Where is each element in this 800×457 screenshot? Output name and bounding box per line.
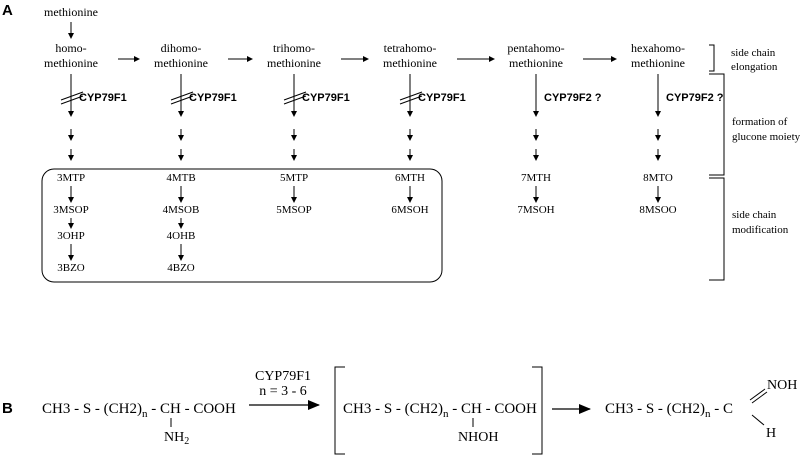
- homolog-name-line2: methionine: [267, 56, 321, 70]
- substrate-group-text: NH: [164, 430, 184, 445]
- substrate-group-sub: 2: [184, 436, 189, 447]
- block-mark-b: [283, 95, 307, 105]
- enzyme-label: CYP79F1: [189, 92, 237, 104]
- substrate-group: NH2: [164, 430, 189, 447]
- glucosinolate-product: 3MTP: [57, 172, 85, 184]
- glucosinolate-product: 3MSOP: [53, 204, 88, 216]
- substrate-tail: - CH - COOH: [148, 401, 236, 417]
- block-mark-a: [170, 91, 194, 101]
- intermediate-subscript: n: [443, 408, 449, 420]
- enzyme-label: CYP79F2 ?: [666, 92, 724, 104]
- glucosinolate-product: 4OHB: [167, 230, 196, 242]
- intermediate-formula: CH3 - S - (CH2)n - CH - COOH NHOH: [343, 401, 537, 445]
- glucone-label-1: formation of: [732, 116, 788, 128]
- methionine-label: methionine: [44, 5, 98, 19]
- product-subscript: n: [705, 408, 711, 420]
- glucosinolate-product: 8MTO: [643, 172, 673, 184]
- homolog-name-line2: methionine: [44, 56, 98, 70]
- homolog-name-line1: hexahomo-: [631, 41, 685, 55]
- homolog-name-line1: dihomo-: [161, 41, 202, 55]
- panel-a-label: A: [2, 2, 13, 19]
- product-top-group: NOH: [767, 378, 797, 393]
- block-mark-a: [60, 91, 84, 101]
- modification-label-1: side chain: [732, 209, 777, 221]
- elongation-bracket: [709, 44, 715, 72]
- elongation-label-1: side chain: [731, 47, 776, 59]
- intermediate-main: CH3 - S - (CH2)n - CH - COOH: [343, 401, 537, 420]
- block-mark-a: [399, 91, 423, 101]
- product-main: CH3 - S - (CH2)n - C: [605, 401, 733, 420]
- enzyme-label: CYP79F2 ?: [544, 92, 602, 104]
- glucosinolate-product: 7MTH: [521, 172, 551, 184]
- product-tail: - C: [711, 401, 734, 417]
- glucosinolate-product: 5MTP: [280, 172, 308, 184]
- substrate-main-text: CH3 - S - (CH2): [42, 401, 142, 417]
- stage-brackets: side chain elongation formation of gluco…: [709, 44, 800, 281]
- homolog-name-line2: methionine: [383, 56, 437, 70]
- modification-label-2: modification: [732, 224, 789, 236]
- glucosinolate-product: 7MSOH: [517, 204, 554, 216]
- glucosinolate-product: 4BZO: [167, 262, 195, 274]
- block-mark-b: [60, 95, 84, 105]
- block-mark-b: [399, 95, 423, 105]
- glucosinolate-product: 6MSOH: [391, 204, 428, 216]
- homolog-name-line2: methionine: [631, 56, 685, 70]
- enzyme-label: CYP79F1: [302, 92, 350, 104]
- elongation-label-2: elongation: [731, 61, 778, 73]
- cyp79f1-products-box: [41, 168, 443, 283]
- substrate-subscript: n: [142, 408, 148, 420]
- glucone-label-2: glucone moiety: [732, 131, 800, 143]
- panel-b-label: B: [2, 400, 13, 417]
- homolog-name-line2: methionine: [154, 56, 208, 70]
- intermediate-main-text: CH3 - S - (CH2): [343, 401, 443, 417]
- product-main-text: CH3 - S - (CH2): [605, 401, 705, 417]
- arrow-enzyme-label: CYP79F1: [255, 369, 311, 384]
- arrow-n-label: n = 3 - 6: [259, 384, 307, 399]
- glucone-bracket: [709, 73, 725, 176]
- left-square-bracket: [334, 366, 345, 455]
- homolog-name-line2: methionine: [509, 56, 563, 70]
- modification-bracket: [709, 177, 725, 281]
- block-mark-a: [283, 91, 307, 101]
- glucosinolate-product: 4MSOB: [163, 204, 200, 216]
- enzyme-label: CYP79F1: [79, 92, 127, 104]
- homolog-name-line1: homo-: [55, 41, 86, 55]
- homolog-name-line1: pentahomo-: [507, 41, 564, 55]
- homolog-name-line1: trihomo-: [273, 41, 315, 55]
- glucosinolate-product: 4MTB: [166, 172, 195, 184]
- product-bottom-group: H: [766, 426, 776, 441]
- glucosinolate-product: 3BZO: [57, 262, 85, 274]
- glucosinolate-product: 8MSOO: [639, 204, 676, 216]
- block-mark-b: [170, 95, 194, 105]
- glucosinolate-product: 6MTH: [395, 172, 425, 184]
- glucosinolate-product: 3OHP: [57, 230, 85, 242]
- intermediate-group: NHOH: [458, 430, 498, 445]
- product-double-bond-a: [749, 388, 766, 401]
- product-single-bond: [751, 414, 765, 426]
- right-square-bracket: [532, 366, 543, 455]
- substrate-formula: CH3 - S - (CH2)n - CH - COOH NH2: [42, 401, 236, 447]
- product-double-bond-b: [751, 391, 768, 404]
- substrate-main: CH3 - S - (CH2)n - CH - COOH: [42, 401, 236, 420]
- glucosinolate-product: 5MSOP: [276, 204, 311, 216]
- intermediate-tail: - CH - COOH: [449, 401, 537, 417]
- homolog-name-line1: tetrahomo-: [384, 41, 437, 55]
- enzyme-label: CYP79F1: [418, 92, 466, 104]
- product-formula: CH3 - S - (CH2)n - C NOH H: [605, 378, 797, 441]
